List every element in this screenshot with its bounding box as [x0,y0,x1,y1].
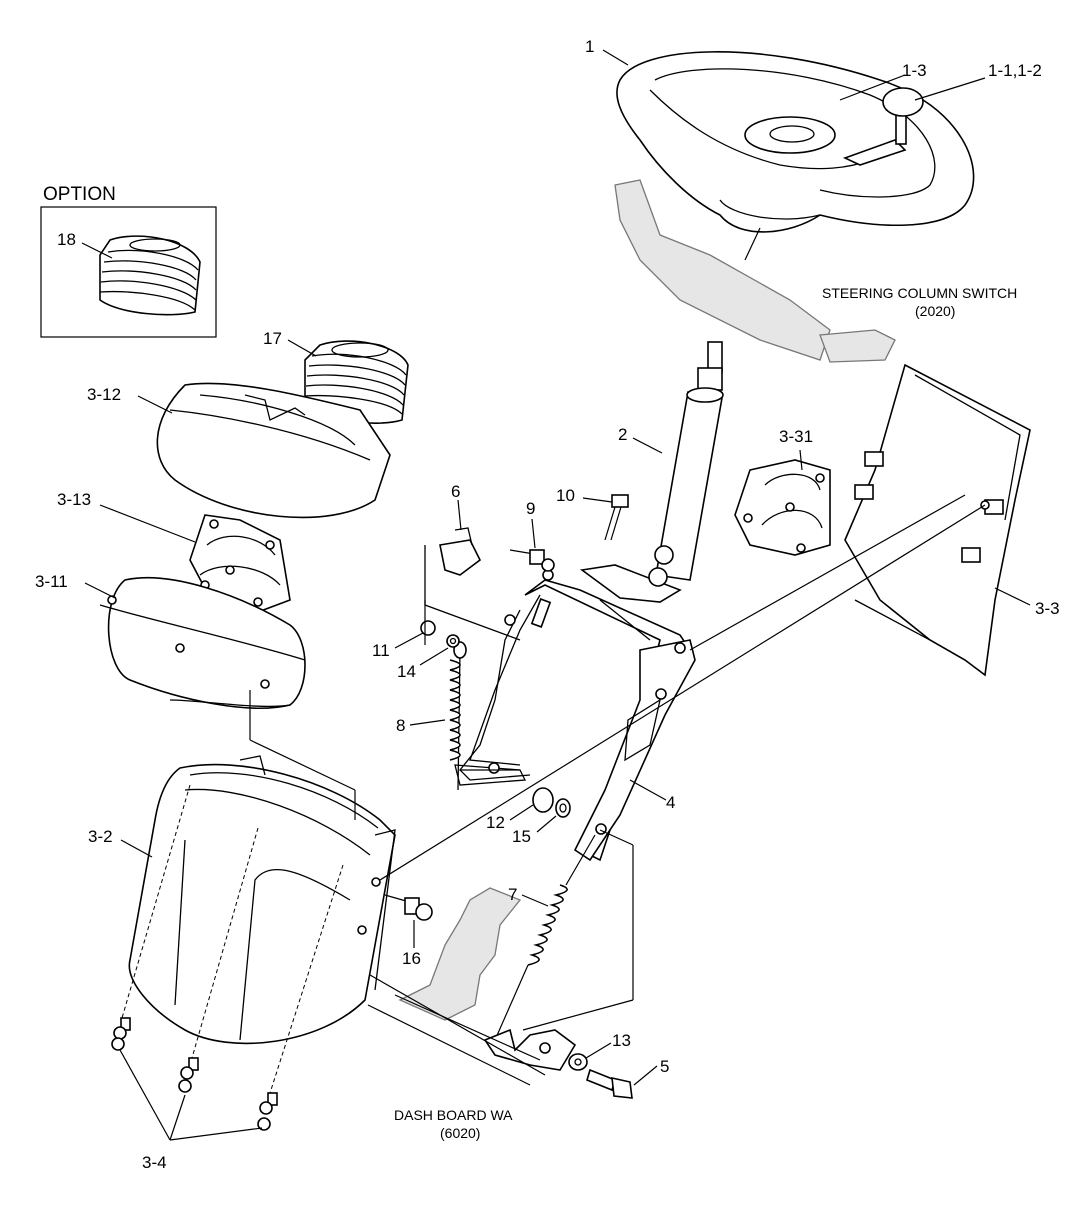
alignment-lines [249,494,986,1031]
lower-cover-3-2 [128,755,396,1045]
cover-3-3 [844,363,1031,677]
washer-14 [446,634,460,648]
callout-3-13: 3-13 [57,490,91,509]
bolt-5 [586,1068,633,1099]
clamp-3-31 [734,459,831,556]
nut-11 [420,620,436,636]
steering-knob [842,87,924,166]
callout-9: 9 [526,499,535,518]
callout-3-3: 3-3 [1035,599,1060,618]
bolt-10 [604,494,629,541]
cover-3-12 [156,382,391,519]
callout-12: 12 [486,813,505,832]
callout-6: 6 [451,482,460,501]
leader-lines [81,49,1031,1141]
callout-5: 5 [660,1057,669,1076]
callout-13: 13 [612,1031,631,1050]
screw-3-4-a [111,1017,131,1051]
option-title: OPTION [43,184,116,205]
callout-3-12: 3-12 [87,385,121,404]
lever-6 [439,527,482,576]
callout-15: 15 [512,827,531,846]
washer-15 [555,798,571,818]
callout-3-4: 3-4 [142,1153,167,1172]
callout-3-2: 3-2 [88,827,113,846]
washer-13 [568,1053,588,1071]
option-box [40,206,217,338]
caption-dash-board-line1: DASH BOARD WA [394,1107,513,1123]
lever-plate [424,545,552,786]
bolt-9 [509,549,555,572]
callout-14: 14 [397,662,416,681]
callout-18: 18 [57,230,76,249]
pivot-bracket [483,1028,577,1071]
dash-board [367,887,546,1086]
caption-steering-switch-line2: (2020) [915,303,955,319]
callout-17: 17 [263,329,282,348]
steering-column-shaft [579,341,724,603]
callout-1-3: 1-3 [902,61,927,80]
screw-3-4-b [178,1057,199,1093]
spring-7 [494,834,596,1041]
callout-1-1-1-2: 1-1,1-2 [988,61,1042,80]
screw-3-4-c [257,1092,278,1131]
callout-8: 8 [396,716,405,735]
assembly-dashed-lines [121,784,344,1094]
callout-3-11: 3-11 [35,572,68,591]
caption-steering-switch-line1: STEERING COLUMN SWITCH [822,285,1017,301]
callout-1: 1 [585,37,594,56]
callout-3-31: 3-31 [779,427,813,446]
callout-2: 2 [618,425,627,444]
boot-18 [99,235,201,316]
callout-7: 7 [508,885,517,904]
column-bracket [469,569,696,862]
nut-12 [532,787,554,813]
spring-8 [449,641,467,791]
callout-4: 4 [666,793,675,812]
steering-column-switch [614,179,896,363]
callout-10: 10 [556,486,575,505]
callout-16: 16 [402,949,421,968]
caption-dash-board-line2: (6020) [440,1125,480,1141]
callout-11: 11 [372,641,390,660]
bolt-16 [384,894,433,921]
